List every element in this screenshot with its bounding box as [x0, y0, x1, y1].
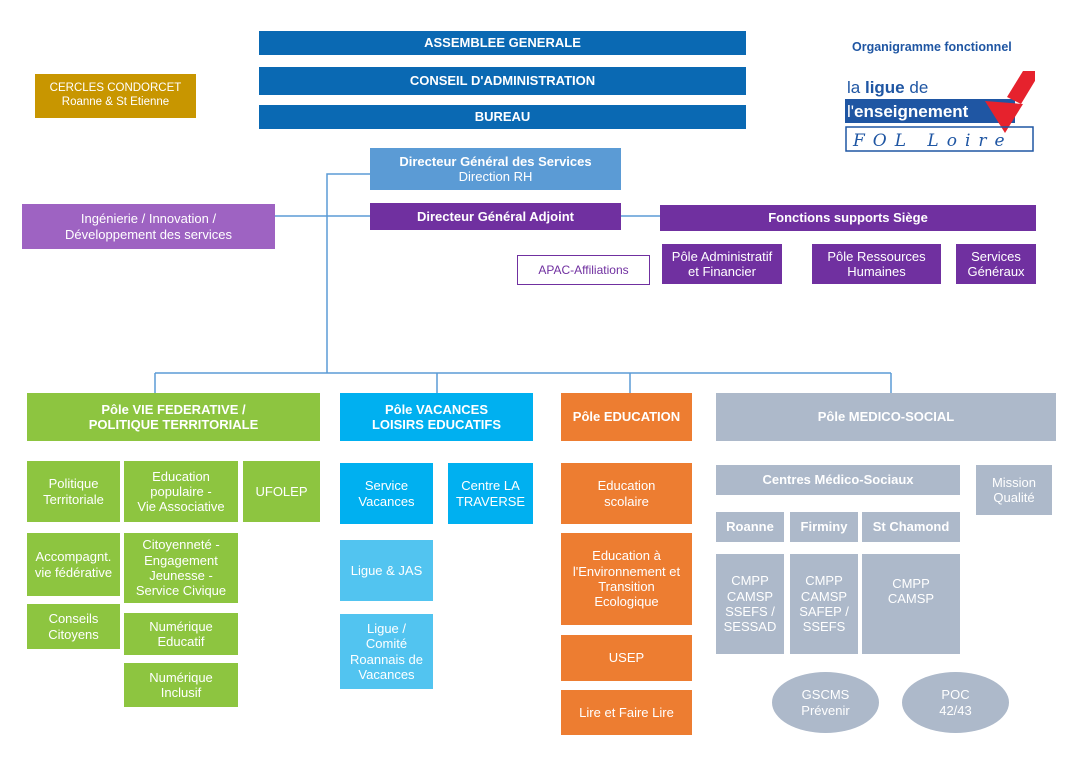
st-chamond-services-box: CMPP CAMSP [862, 554, 960, 654]
cercles-condorcet-box: CERCLES CONDORCET Roanne & St Etienne [35, 74, 196, 118]
st-chamond-box: St Chamond [862, 512, 960, 542]
centres-medico-sociaux-box: Centres Médico-Sociaux [716, 465, 960, 495]
mission-qualite-box: Mission Qualité [976, 465, 1052, 515]
logo-line1: la ligue de [847, 78, 928, 97]
firminy-box: Firminy [790, 512, 858, 542]
poc-ellipse: POC 42/43 [902, 672, 1009, 733]
conseil-administration-box: CONSEIL D'ADMINISTRATION [259, 67, 746, 95]
chart-title: Organigramme fonctionnel [852, 40, 1012, 54]
pole-administratif-box: Pôle Administratif et Financier [662, 244, 782, 284]
ligue-enseignement-logo: la ligue de l'enseignement FOL Loire [845, 71, 1041, 153]
accompagnement-box: Accompagnt. vie fédérative [27, 533, 120, 596]
ufolep-box: UFOLEP [243, 461, 320, 522]
roanne-services-box: CMPP CAMSP SSEFS / SESSAD [716, 554, 784, 654]
logo-red-triangle-bottom [985, 101, 1023, 133]
directeur-general-title: Directeur Général des Services [399, 153, 592, 169]
education-populaire-box: Education populaire - Vie Associative [124, 461, 238, 522]
pole-rh-box: Pôle Ressources Humaines [812, 244, 941, 284]
service-vacances-box: Service Vacances [340, 463, 433, 524]
services-generaux-box: Services Généraux [956, 244, 1036, 284]
logo-red-triangle-top [1007, 71, 1041, 104]
apac-affiliations-box: APAC-Affiliations [517, 255, 650, 285]
directeur-adjoint-box: Directeur Général Adjoint [370, 203, 621, 230]
logo-graphic: la ligue de l'enseignement FOL Loire [845, 71, 1041, 153]
ligue-jas-box: Ligue & JAS [340, 540, 433, 601]
politique-territoriale-box: Politique Territoriale [27, 461, 120, 522]
directeur-general-box: Directeur Général des Services Direction… [370, 148, 621, 190]
education-scolaire-box: Education scolaire [561, 463, 692, 524]
numerique-educatif-box: Numérique Educatif [124, 613, 238, 655]
roanne-box: Roanne [716, 512, 784, 542]
pole-education-header: Pôle EDUCATION [561, 393, 692, 441]
ingenierie-box: Ingénierie / Innovation / Développement … [22, 204, 275, 249]
numerique-inclusif-box: Numérique Inclusif [124, 663, 238, 707]
assemblee-generale-box: ASSEMBLEE GENERALE [259, 31, 746, 55]
conseils-citoyens-box: Conseils Citoyens [27, 604, 120, 649]
logo-line2: l'enseignement [847, 102, 969, 121]
directeur-general-subtitle: Direction RH [458, 169, 533, 184]
connector-dgs-trunk [326, 173, 370, 373]
logo-line3: FOL Loire [852, 131, 1013, 151]
pole-vacances-header: Pôle VACANCES LOISIRS EDUCATIFS [340, 393, 533, 441]
ligue-comite-roannais-box: Ligue / Comité Roannais de Vacances [340, 614, 433, 689]
gscms-ellipse: GSCMS Prévenir [772, 672, 879, 733]
centre-la-traverse-box: Centre LA TRAVERSE [448, 463, 533, 524]
pole-medico-social-header: Pôle MEDICO-SOCIAL [716, 393, 1056, 441]
fonctions-supports-box: Fonctions supports Siège [660, 205, 1036, 231]
education-environnement-box: Education à l'Environnement et Transitio… [561, 533, 692, 625]
pole-vie-federative-header: Pôle VIE FEDERATIVE / POLITIQUE TERRITOR… [27, 393, 320, 441]
lire-et-faire-lire-box: Lire et Faire Lire [561, 690, 692, 735]
usep-box: USEP [561, 635, 692, 681]
citoyennete-box: Citoyenneté - Engagement Jeunesse - Serv… [124, 533, 238, 603]
firminy-services-box: CMPP CAMSP SAFEP / SSEFS [790, 554, 858, 654]
bureau-box: BUREAU [259, 105, 746, 129]
